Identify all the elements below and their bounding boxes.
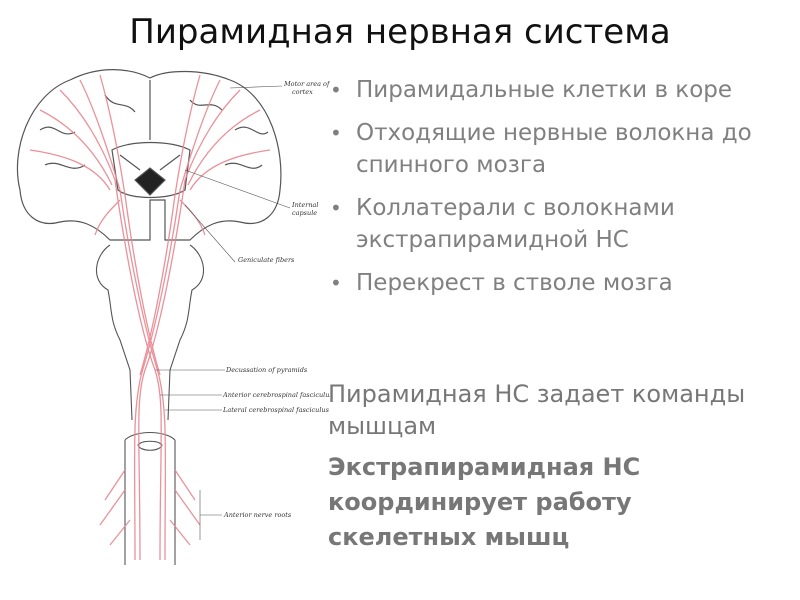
label-leaders <box>155 85 291 540</box>
paragraph-extrapyramidal: Экстрапирамидная НС координирует работу … <box>328 453 641 551</box>
label-lateral-tract: Lateral cerebrospinal fasciculus <box>222 406 330 414</box>
label-anterior-roots: Anterior nerve roots <box>223 511 292 519</box>
bullet-list: • Пирамидальные клетки в коре • Отходящие … <box>328 74 788 310</box>
bullet-dot-icon: • <box>330 271 342 295</box>
label-geniculate-fibers: Geniculate fibers <box>238 256 295 264</box>
bullet-item: • Пирамидальные клетки в коре <box>328 74 788 106</box>
bullet-dot-icon: • <box>330 78 342 102</box>
label-internal-capsule: Internal <box>291 201 318 209</box>
page-title: Пирамидная нервная система <box>129 12 671 52</box>
pyramidal-tract-diagram: Motor area of cortex Internal capsule Ge… <box>16 69 330 565</box>
label-motor-area: Motor area of <box>283 80 330 88</box>
bullet-text: Отходящие нервные волокна до спинного мо… <box>356 120 752 178</box>
bullet-text: Пирамидальные клетки в коре <box>356 77 733 103</box>
brainstem-outline <box>95 244 205 565</box>
paragraph-pyramidal: Пирамидная НС задает команды мышцам <box>328 380 746 440</box>
bullet-text: Коллатерали с волокнами экстрапирамидной… <box>356 195 675 253</box>
label-decussation: Decussation of pyramids <box>225 366 308 374</box>
label-internal-capsule-2: capsule <box>292 209 317 217</box>
bullet-text: Перекрест в стволе мозга <box>356 270 673 296</box>
bullet-item: • Отходящие нервные волокна до спинного м… <box>328 117 788 181</box>
bullet-item: • Перекрест в стволе мозга <box>328 267 788 299</box>
bullet-item: • Коллатерали с волокнами экстрапирамидно… <box>328 192 788 256</box>
bullet-dot-icon: • <box>330 121 342 145</box>
bullet-dot-icon: • <box>330 196 342 220</box>
label-anterior-tract: Anterior cerebrospinal fasciculus <box>222 391 330 399</box>
brain-outline <box>16 69 282 241</box>
pyramidal-fibers <box>29 74 271 561</box>
label-motor-area-2: cortex <box>292 88 313 96</box>
